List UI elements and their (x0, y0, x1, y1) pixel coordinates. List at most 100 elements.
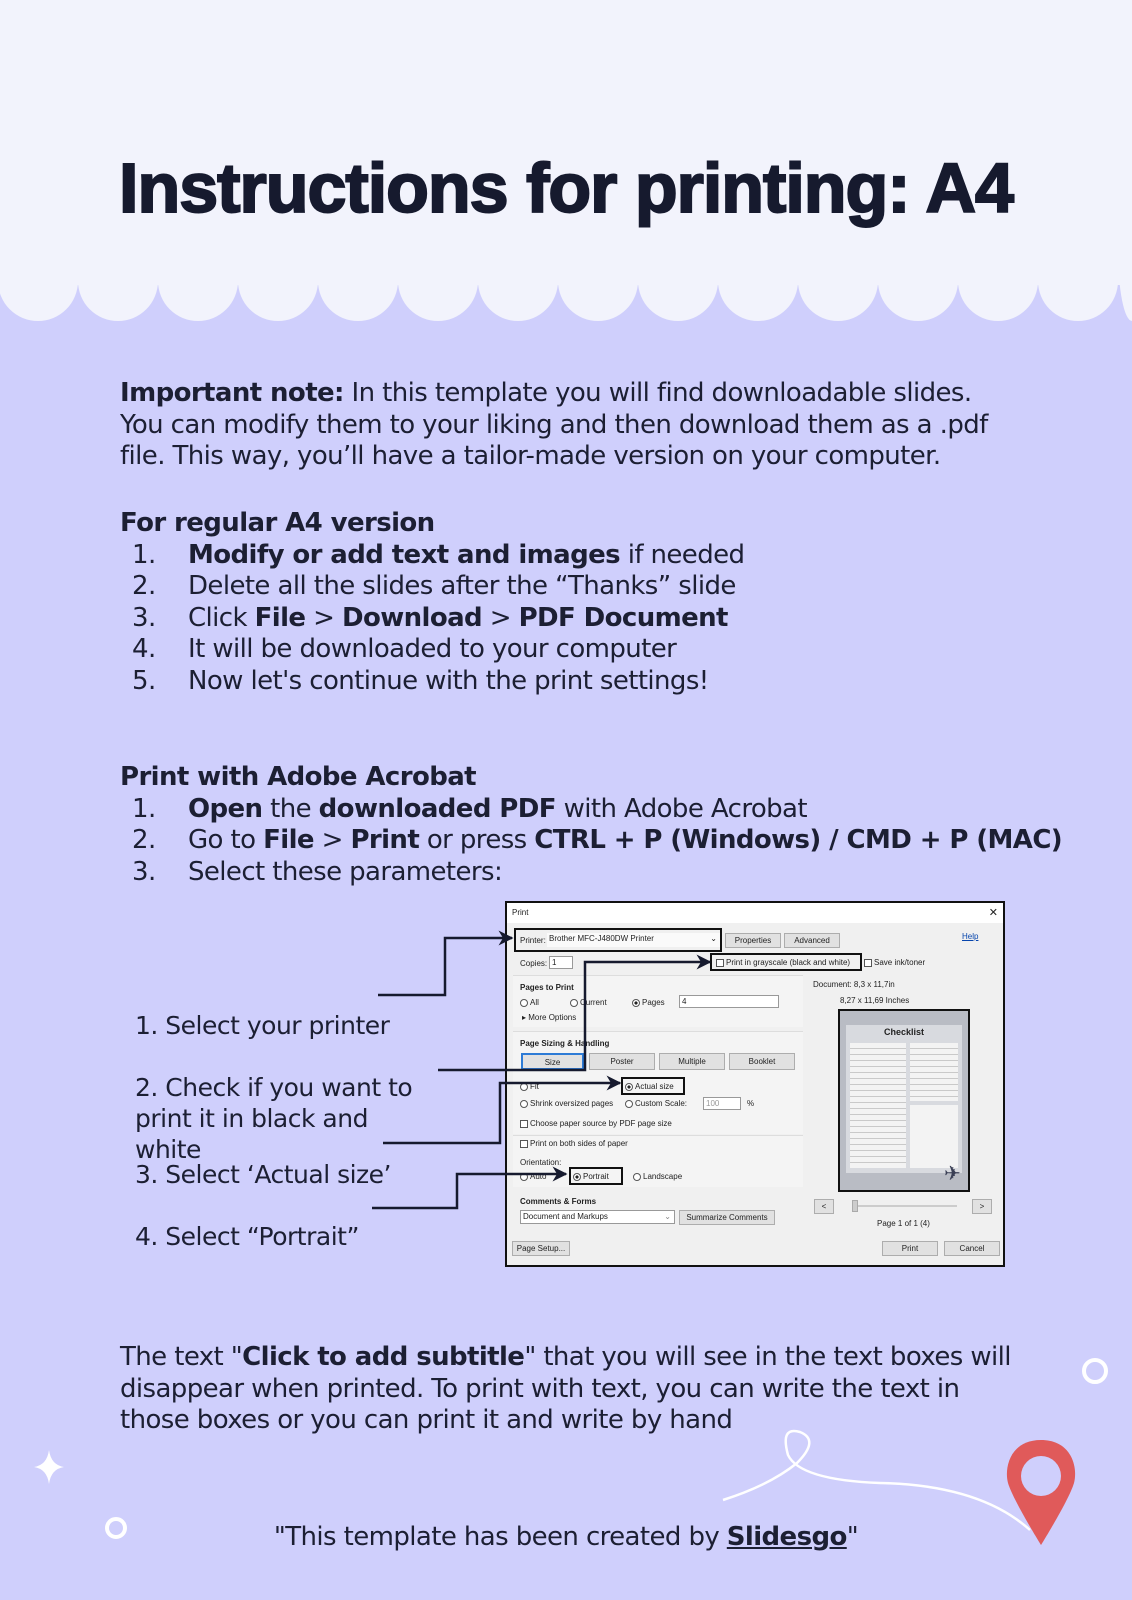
scallop (398, 241, 478, 321)
text-segment: Click (188, 602, 255, 633)
chevron-down-icon: ⌄ (664, 1212, 671, 1221)
list-number: 4. (132, 634, 156, 664)
grayscale-label: Print in grayscale (black and white) (726, 958, 851, 967)
arrow-grayscale (438, 954, 712, 1072)
scallop (558, 241, 638, 321)
next-page-button[interactable]: > (972, 1199, 992, 1214)
radio-pages[interactable]: Pages (632, 998, 665, 1007)
text-segment: Modify or add text and images (188, 539, 621, 570)
page-info: Page 1 of 1 (4) (877, 1219, 930, 1228)
scale-input[interactable]: 100 (703, 1097, 741, 1110)
advanced-button[interactable]: Advanced (784, 933, 840, 948)
text-segment: Print (350, 825, 420, 855)
scallop (238, 241, 318, 321)
regular-steps: 1. Modify or add text and images if neede… (120, 540, 1020, 698)
orientation-label: Orientation: (520, 1158, 562, 1167)
text-segment: CTRL + P (Windows) / CMD + P (MAC) (534, 825, 1063, 855)
comments-heading: Comments & Forms (520, 1197, 597, 1206)
scallop (1038, 241, 1118, 321)
print-button[interactable]: Print (882, 1241, 938, 1256)
text-segment: Click to add subtitle (242, 1342, 525, 1372)
list-number: 1. (132, 793, 156, 824)
text-segment: if needed (620, 539, 745, 570)
document-size: Document: 8,3 x 11,7in (813, 980, 895, 989)
copies-input[interactable]: 1 (549, 956, 573, 969)
list-item: 5.Now let's continue with the print sett… (120, 666, 1020, 698)
list-number: 5. (132, 665, 156, 696)
airplane-icon: ✈ (944, 1163, 961, 1185)
acrobat-heading: Print with Adobe Acrobat (120, 762, 477, 792)
actual-size-highlight (621, 1077, 685, 1095)
radio-custom-scale[interactable]: Custom Scale: (625, 1099, 687, 1108)
grayscale-checkbox[interactable]: Print in grayscale (black and white) (716, 958, 850, 967)
scallop (878, 241, 958, 321)
list-item: 3.Click File > Download > PDF Document (120, 603, 1020, 635)
text-segment: " (846, 1522, 859, 1552)
text-segment: the (262, 793, 319, 824)
arrow-printer (378, 930, 514, 997)
text-segment: The text " (120, 1342, 243, 1372)
print-dialog: Print ✕ Printer: Brother MFC-J480DW Prin… (505, 901, 1005, 1267)
text-segment: > (305, 602, 342, 633)
dialog-titlebar (507, 903, 1003, 923)
location-pin-icon (1006, 1440, 1076, 1545)
scallop (958, 241, 1038, 321)
text-segment: File (263, 825, 314, 855)
radio-landscape[interactable]: Landscape (633, 1172, 682, 1181)
radio-all[interactable]: All (520, 998, 539, 1007)
cancel-button[interactable]: Cancel (944, 1241, 1000, 1256)
portrait-highlight (569, 1167, 623, 1185)
tab-poster[interactable]: Poster (589, 1053, 655, 1070)
page-setup-button[interactable]: Page Setup... (512, 1241, 570, 1256)
regular-heading: For regular A4 version (120, 508, 435, 538)
text-segment: Go to (188, 825, 264, 855)
dialog-title: Print (512, 908, 529, 917)
paper-source-checkbox[interactable]: Choose paper source by PDF page size (520, 1119, 672, 1128)
list-item: 1. Modify or add text and images if neede… (120, 540, 1020, 572)
list-number: 3. (132, 856, 156, 887)
scallop (478, 241, 558, 321)
tab-multiple[interactable]: Multiple (659, 1053, 725, 1070)
tab-booklet[interactable]: Booklet (729, 1053, 795, 1070)
text-segment[interactable]: Slidesgo (726, 1522, 848, 1552)
save-ink-checkbox[interactable]: Save ink/toner (864, 958, 925, 967)
list-number: 1. (132, 539, 156, 570)
important-note: Important note: In this template you wil… (120, 378, 1020, 473)
both-sides-checkbox[interactable]: Print on both sides of paper (520, 1139, 628, 1148)
acrobat-section: Print with Adobe Acrobat 1.Open the down… (120, 762, 1080, 888)
comments-select[interactable]: Document and Markups⌄ (520, 1210, 675, 1224)
close-icon[interactable]: ✕ (988, 907, 998, 919)
ring-decoration (1082, 1358, 1108, 1384)
scallop (638, 241, 718, 321)
summarize-comments-button[interactable]: Summarize Comments (679, 1210, 775, 1225)
loop-line-decoration (722, 1429, 1031, 1531)
radio-current[interactable]: Current (570, 998, 607, 1007)
text-segment: In this template you will find downloada… (120, 378, 988, 471)
percent-label: % (747, 1099, 755, 1108)
save-ink-label: Save ink/toner (874, 958, 926, 967)
credit-line: "This template has been created by Slide… (0, 1522, 1132, 1554)
printer-highlight (514, 928, 722, 952)
properties-button[interactable]: Properties (725, 933, 781, 948)
text-segment: Open (188, 793, 263, 824)
radio-shrink[interactable]: Shrink oversized pages (520, 1099, 613, 1108)
scallop (318, 241, 398, 321)
printer-select[interactable]: Brother MFC-J480DW Printer⌄ (547, 933, 720, 947)
radio-portrait[interactable]: Portrait (573, 1172, 609, 1181)
sparkle-icon (34, 1450, 64, 1484)
text-segment: Delete all the slides after the “Thanks”… (188, 571, 736, 601)
text-segment: > (313, 825, 351, 855)
text-segment: > (482, 602, 519, 633)
header-band (0, 0, 1132, 285)
prev-page-button[interactable]: < (814, 1199, 834, 1214)
text-segment: "This template has been created by (273, 1522, 727, 1552)
copies-label: Copies: (520, 959, 548, 968)
more-options[interactable]: ▸ More Options (522, 1013, 577, 1022)
pages-input[interactable]: 4 (679, 995, 779, 1008)
radio-actual-size[interactable]: Actual size (625, 1082, 674, 1091)
page-slider[interactable] (852, 1200, 957, 1212)
sizing-heading: Page Sizing & Handling (520, 1039, 610, 1048)
help-link[interactable]: Help (962, 932, 979, 941)
list-number: 2. (132, 825, 156, 855)
list-item: 3.Select these parameters: (120, 857, 1080, 889)
